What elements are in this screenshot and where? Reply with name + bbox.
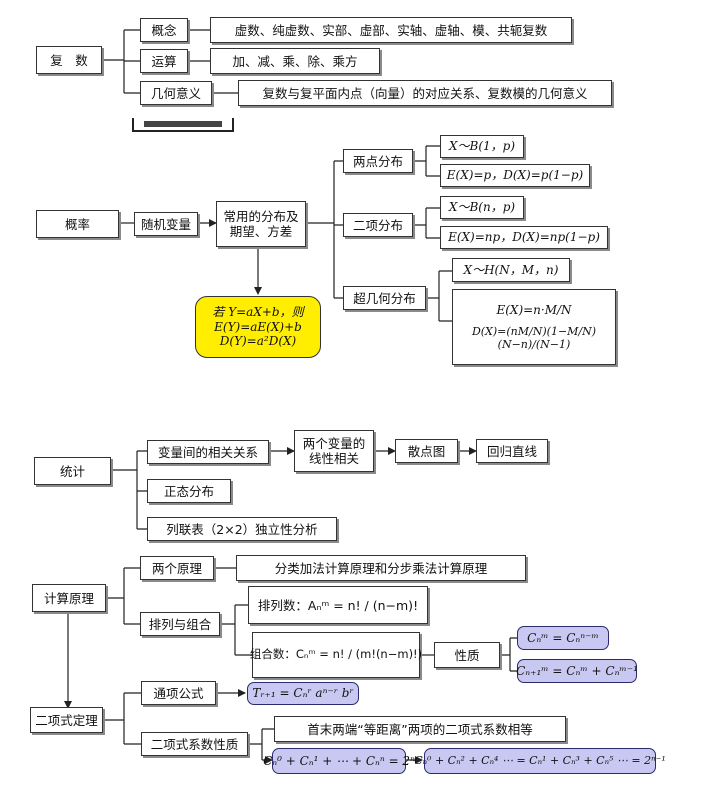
principles-detail: 分类加法计算原理和分步乘法计算原理: [236, 555, 526, 581]
permutation-label: 排列数：Aₙᵐ = n! / (n−m)!: [257, 597, 419, 613]
complex-concept-detail: 虚数、纯虚数、实部、虚部、实轴、虚轴、模、共轭复数: [210, 17, 572, 43]
regression-line: 回归直线: [476, 439, 548, 463]
two-principles: 两个原理: [140, 556, 214, 580]
two-principles-label: 两个原理: [151, 560, 202, 576]
two-point-distribution: 两点分布: [343, 149, 413, 173]
complex-operation: 运算: [140, 49, 188, 73]
binomial-law-label: X～B(n，p): [448, 200, 516, 215]
complex-geometry-label: 几何意义: [150, 85, 201, 101]
property-pascal-label: Cₙ₊₁ᵐ = Cₙᵐ + Cₙᵐ⁻¹: [516, 663, 638, 678]
common-distributions: 常用的分布及期望、方差: [216, 201, 306, 247]
complex-concept-detail-label: 虚数、纯虚数、实部、虚部、实轴、虚轴、模、共轭复数: [234, 22, 548, 38]
binomial-law: X～B(n，p): [440, 196, 524, 219]
binomial-theorem-root-label: 二项式定理: [35, 712, 98, 728]
sum-parity-coefficients: Cₙ⁰ + Cₙ² + Cₙ⁴ ⋯ = Cₙ¹ + Cₙ³ + Cₙ⁵ ⋯ = …: [414, 748, 666, 774]
two-point-label: 两点分布: [352, 153, 403, 169]
property: 性质: [434, 642, 500, 668]
coefficient-properties: 二项式系数性质: [141, 732, 248, 756]
property-symmetry-label: Cₙᵐ = Cₙⁿ⁻ᵐ: [527, 630, 599, 645]
linear-line-2: E(Y)=aE(X)+b: [214, 319, 302, 334]
linear-correlation-label: 两个变量的线性相关: [302, 436, 366, 466]
coefficient-properties-label: 二项式系数性质: [150, 736, 239, 752]
general-term: 通项公式: [141, 681, 216, 705]
perm-comb-label: 排列与组合: [148, 616, 212, 632]
equidistant-property-label: 首末两端“等距离”两项的二项式系数相等: [307, 721, 533, 737]
property-symmetry: Cₙᵐ = Cₙⁿ⁻ᵐ: [517, 626, 609, 650]
complex-geometry-detail-label: 复数与复平面内点（向量）的对应关系、复数模的几何意义: [262, 85, 588, 101]
correlation-label: 变量间的相关关系: [157, 444, 258, 460]
complex-concept: 概念: [140, 18, 188, 42]
probability-root: 概率: [36, 210, 119, 238]
counting-root-label: 计算原理: [43, 590, 94, 606]
complex-geometry-detail: 复数与复平面内点（向量）的对应关系、复数模的几何意义: [238, 80, 612, 106]
sum-all-coefficients: Cₙ⁰ + Cₙ¹ + ⋯ + Cₙⁿ = 2ⁿ: [263, 748, 415, 774]
property-pascal: Cₙ₊₁ᵐ = Cₙᵐ + Cₙᵐ⁻¹: [516, 659, 638, 683]
binomial-label: 二项分布: [352, 217, 403, 233]
probability-root-label: 概率: [64, 216, 90, 232]
counting-root: 计算原理: [32, 584, 106, 612]
principles-detail-label: 分类加法计算原理和分步乘法计算原理: [274, 560, 488, 576]
hypergeometric-label: 超几何分布: [353, 290, 416, 306]
complex-root-label: 复 数: [50, 52, 88, 68]
complex-operation-label: 运算: [151, 53, 177, 69]
normal-distribution-label: 正态分布: [163, 483, 214, 499]
sum-all-label: Cₙ⁰ + Cₙ¹ + ⋯ + Cₙⁿ = 2ⁿ: [263, 753, 415, 768]
property-label: 性质: [454, 647, 480, 663]
scatter-plot-label: 散点图: [407, 443, 446, 459]
correlation: 变量间的相关关系: [147, 440, 269, 464]
complex-root: 复 数: [36, 46, 102, 74]
hyper-law: X～H(N，M，n): [452, 258, 570, 282]
complex-operation-detail: 加、减、乘、除、乘方: [210, 48, 380, 74]
binomial-theorem-root: 二项式定理: [30, 707, 103, 733]
linear-transform-note: 若 Y=aX+b，则 E(Y)=aE(X)+b D(Y)=a²D(X): [195, 296, 321, 358]
two-point-law: X～B(1，p): [440, 135, 524, 158]
contingency-table: 列联表（2×2）独立性分析: [147, 517, 337, 541]
normal-distribution: 正态分布: [147, 479, 231, 503]
two-point-moments-label: E(X)=p，D(X)=p(1−p): [446, 168, 584, 183]
equidistant-property: 首末两端“等距离”两项的二项式系数相等: [274, 716, 566, 742]
perm-comb: 排列与组合: [140, 612, 220, 636]
linear-correlation: 两个变量的线性相关: [294, 430, 374, 472]
hyper-var-label: D(X)=(nM/N)(1−M/N)(N−n)/(N−1): [471, 325, 597, 352]
linear-line-1: 若 Y=aX+b，则: [212, 305, 304, 320]
linear-line-3: D(Y)=a²D(X): [219, 334, 297, 349]
contingency-table-label: 列联表（2×2）独立性分析: [166, 521, 318, 537]
common-distributions-label: 常用的分布及期望、方差: [223, 209, 299, 239]
complex-operation-detail-label: 加、减、乘、除、乘方: [232, 53, 358, 69]
hyper-law-label: X～H(N，M，n): [463, 262, 559, 277]
combination: 组合数：Cₙᵐ = n! / (m!(n−m)!): [249, 632, 423, 678]
binomial-moments-label: E(X)=np，D(X)=np(1−p): [448, 230, 600, 245]
regression-line-label: 回归直线: [486, 443, 537, 459]
random-variable: 随机变量: [134, 212, 198, 236]
two-point-moments: E(X)=p，D(X)=p(1−p): [440, 164, 590, 187]
complex-concept-label: 概念: [151, 22, 177, 38]
two-point-law-label: X～B(1，p): [448, 139, 516, 154]
permutation: 排列数：Aₙᵐ = n! / (n−m)!: [248, 586, 428, 624]
statistics-root: 统计: [34, 457, 111, 485]
combination-label: 组合数：Cₙᵐ = n! / (m!(n−m)!): [249, 647, 423, 662]
hypergeometric-distribution: 超几何分布: [343, 286, 426, 310]
binomial-moments: E(X)=np，D(X)=np(1−p): [440, 226, 608, 249]
scatter-plot: 散点图: [395, 439, 458, 463]
general-term-formula-label: Tᵣ₊₁ = Cₙʳ aⁿ⁻ʳ bʳ: [252, 686, 354, 701]
statistics-root-label: 统计: [59, 463, 85, 479]
sum-parity-label: Cₙ⁰ + Cₙ² + Cₙ⁴ ⋯ = Cₙ¹ + Cₙ³ + Cₙ⁵ ⋯ = …: [414, 754, 666, 768]
complex-geometry: 几何意义: [140, 81, 212, 105]
general-term-formula: Tᵣ₊₁ = Cₙʳ aⁿ⁻ʳ bʳ: [247, 682, 359, 705]
cropped-fragment: [132, 118, 234, 132]
random-variable-label: 随机变量: [140, 216, 191, 232]
general-term-label: 通项公式: [153, 685, 204, 701]
hyper-moments: E(X)=n·M/N D(X)=(nM/N)(1−M/N)(N−n)/(N−1): [452, 289, 616, 365]
hyper-mean-label: E(X)=n·M/N: [496, 302, 572, 317]
binomial-distribution: 二项分布: [343, 213, 413, 237]
